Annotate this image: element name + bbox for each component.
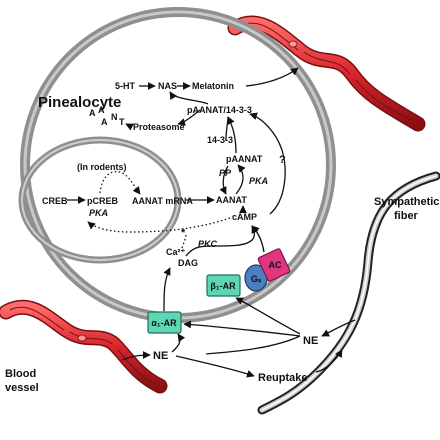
question-label: ? [279,154,286,166]
ca-label: Ca²⁺ [166,247,186,257]
blood-label-1: Blood [5,368,36,380]
fragment-n: N [111,112,118,122]
alpha1-receptor: α₁-AR [147,311,182,334]
adenylyl-cyclase: AC [257,248,291,282]
nucleus-label: (In rodents) [77,162,127,172]
ht-label: 5-HT [115,81,136,91]
ne-left-label: NE [153,350,168,362]
p1433-label: 14-3-3 [207,135,233,145]
camp-label: cAMP [232,212,257,222]
pka-nuc-label: PKA [89,208,108,218]
aanat-label: AANAT [216,195,247,205]
pkc-label: PKC [198,239,218,249]
melatonin-label: Melatonin [192,81,234,91]
ne-right-label: NE [303,335,318,347]
blood-label-2: vessel [5,382,39,394]
paanat-complex-label: pAANAT/14-3-3 [187,105,252,115]
aanat-mrna-label: AANAT mRNA [132,196,193,206]
cell-title: Pinealocyte [38,94,121,111]
pathway-arrows [67,67,299,312]
pka-label: PKA [249,176,268,186]
creb-label: CREB [42,196,68,206]
proteasome-label: Proteasome [133,122,185,132]
pcreb-label: pCREB [87,196,118,206]
asterisk-label: * [181,227,186,239]
pp-label: PP [219,168,232,178]
fragment-a2: A [98,105,105,115]
paanat-label: pAANAT [226,154,263,164]
sympathetic-label-1: Sympathetic [374,196,439,208]
dag-label: DAG [178,258,198,268]
ne-arrows [121,297,356,378]
aanat-fragments: A A A N T [89,105,125,127]
gs-label: Gₛ [251,274,262,284]
sympathetic-fiber [257,171,440,415]
beta1-receptor: β₁-AR [206,274,241,297]
sympathetic-label-2: fiber [394,210,419,222]
fragment-a1: A [89,108,96,118]
beta1-label: β₁-AR [210,281,236,291]
nucleus-highlight [21,139,179,261]
fragment-a3: A [101,117,108,127]
fragment-t: T [119,117,125,127]
reuptake-label: Reuptake [258,372,308,384]
blood-vessel-bottom [0,299,168,394]
ac-label: AC [269,260,282,270]
nas-label: NAS [158,81,177,91]
alpha1-label: α₁-AR [151,318,177,328]
